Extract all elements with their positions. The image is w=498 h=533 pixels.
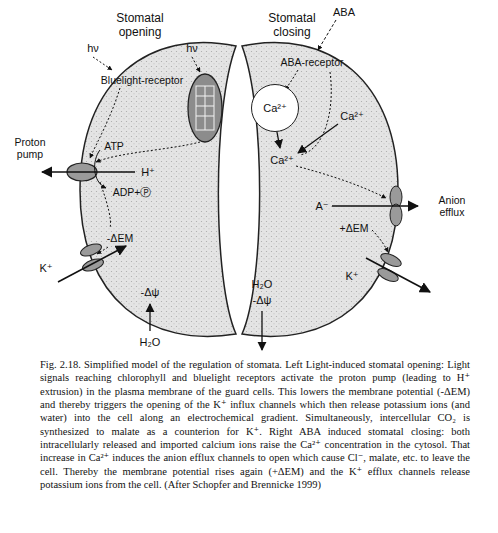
ion-label: Ca²⁺	[270, 154, 294, 167]
ion-label: K⁺	[345, 270, 358, 283]
guard-cell-left	[80, 43, 236, 337]
receptor-label: ABA-receptor	[280, 56, 343, 68]
hormone-label: ABA	[333, 6, 355, 19]
panel-heading: Stomatal opening	[109, 12, 171, 40]
panel-heading: Stomatal closing	[261, 12, 323, 40]
channel-label: Anion efflux	[428, 194, 476, 218]
potential-label: +ΔEM	[340, 222, 369, 234]
vacuole-circle: Ca²⁺	[251, 84, 299, 132]
ion-label: K⁺	[39, 262, 52, 275]
figure-caption: Fig. 2.18. Simplified model of the regul…	[40, 358, 470, 491]
water-potential-label: -Δψ	[253, 294, 272, 307]
molecule-label: ATP	[104, 140, 124, 152]
pump-label: Proton pump	[7, 136, 53, 160]
k-influx-channel	[79, 242, 103, 259]
receptor-label: Bluelight-receptor	[101, 74, 183, 86]
molecule-label: ADP+Ⓟ	[113, 186, 152, 198]
ion-label: A⁻	[315, 200, 328, 213]
guard-cell-right	[242, 43, 398, 337]
light-symbol: hν	[87, 42, 99, 55]
light-symbol: hν	[186, 42, 198, 55]
molecule-label: H₂O	[252, 278, 273, 291]
potential-label: -ΔEM	[107, 232, 133, 244]
chloroplast	[188, 74, 222, 142]
ion-label: Ca²⁺	[263, 102, 287, 115]
molecule-label: H₂O	[140, 336, 161, 349]
water-potential-label: -Δψ	[141, 286, 160, 299]
ion-label: H⁺	[141, 166, 155, 179]
ion-label: Ca²⁺	[340, 110, 364, 123]
